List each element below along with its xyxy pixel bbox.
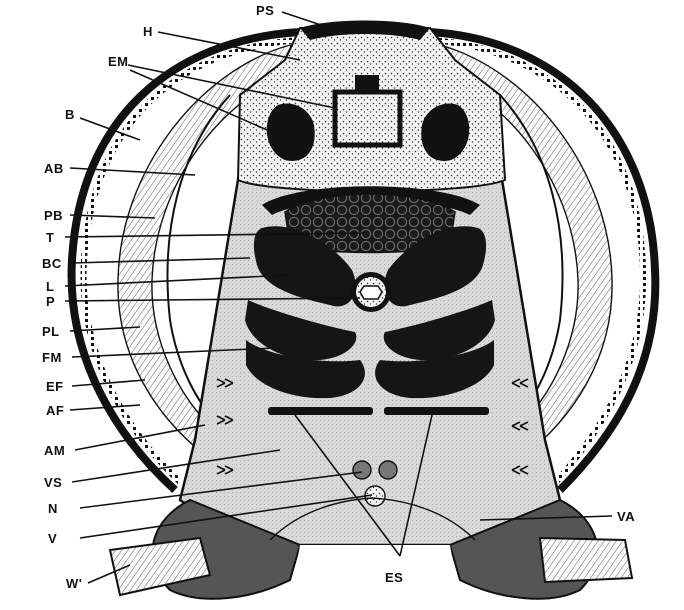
label-w: W'	[66, 576, 82, 591]
central-tube	[351, 272, 391, 312]
label-es: ES	[385, 570, 403, 585]
label-h: H	[143, 24, 153, 39]
label-p: P	[46, 294, 55, 309]
label-pb: PB	[44, 208, 63, 223]
label-t: T	[46, 230, 54, 245]
label-af: AF	[46, 403, 64, 418]
label-bc: BC	[42, 256, 62, 271]
label-v: V	[48, 531, 57, 546]
label-ab: AB	[44, 161, 64, 176]
label-fm: FM	[42, 350, 62, 365]
label-n: N	[48, 501, 58, 516]
label-am: AM	[44, 443, 65, 458]
label-pl: PL	[42, 324, 60, 339]
label-l: L	[46, 279, 54, 294]
label-b: B	[65, 107, 75, 122]
label-ps: PS	[256, 3, 274, 18]
label-va: VA	[617, 509, 635, 524]
label-em: EM	[108, 54, 129, 69]
label-ef: EF	[46, 379, 64, 394]
label-vs: VS	[44, 475, 62, 490]
